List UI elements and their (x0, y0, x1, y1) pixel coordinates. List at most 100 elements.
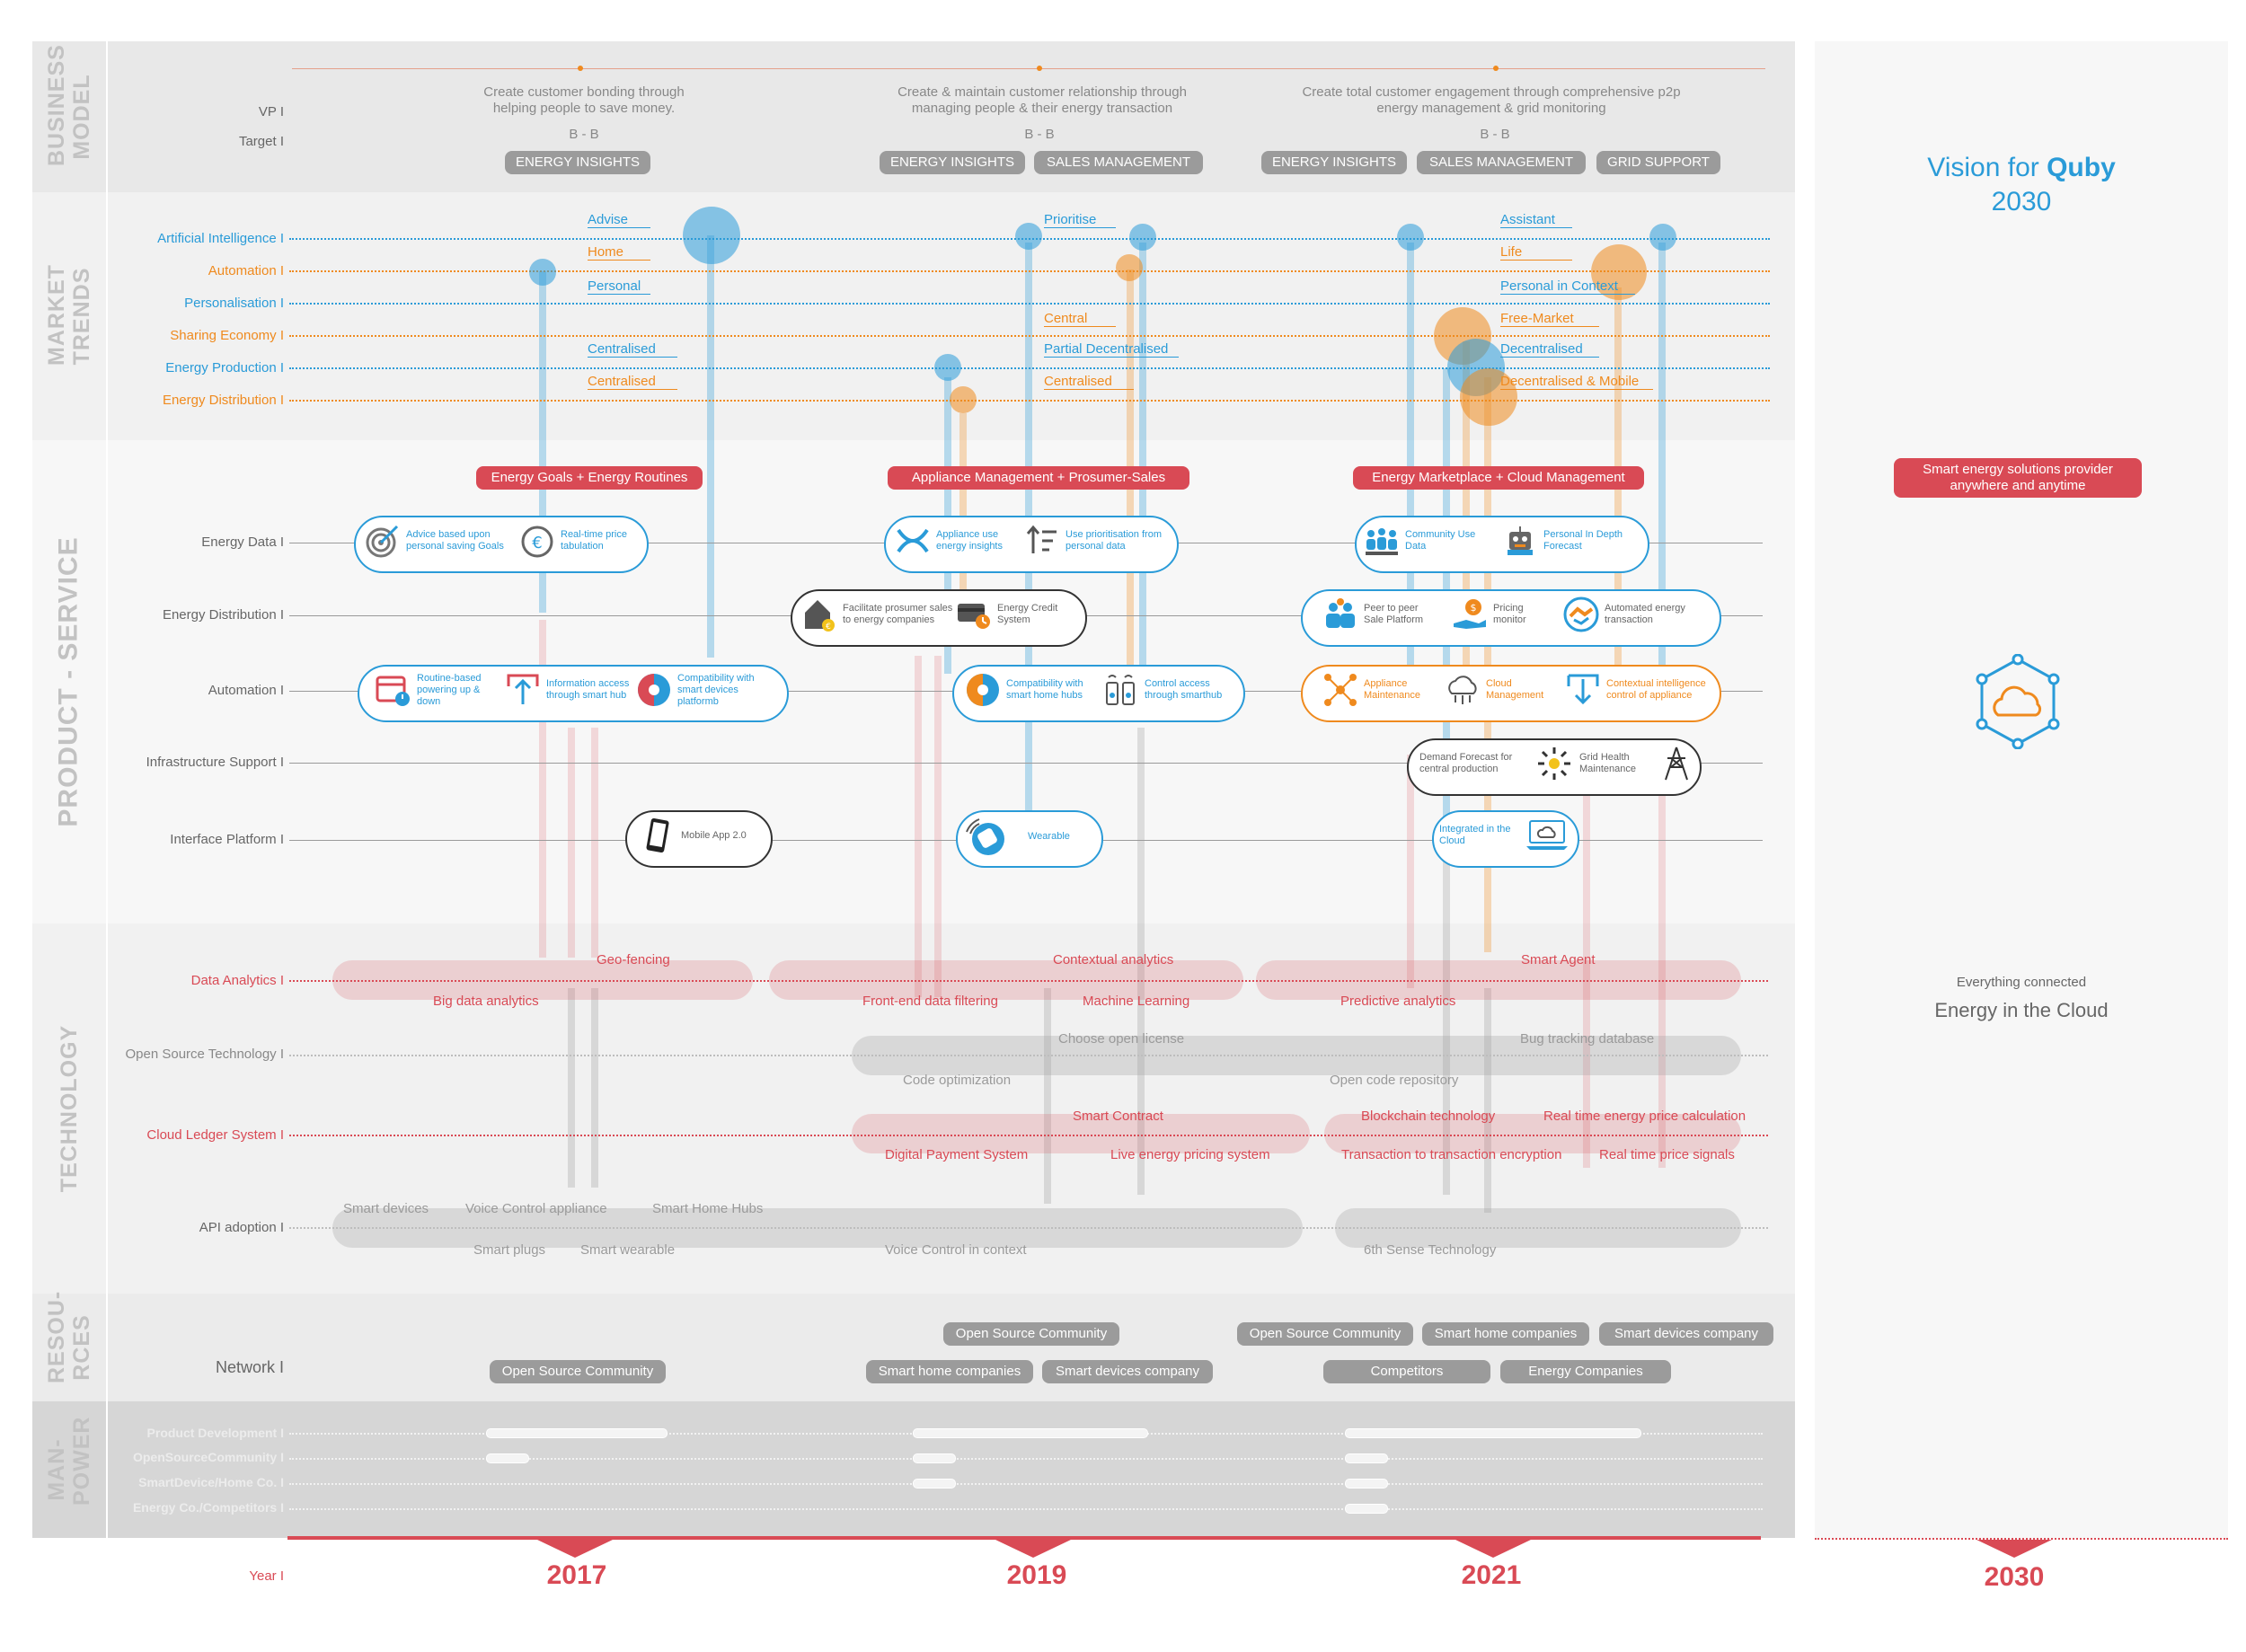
network-tag: Open Source Community (490, 1360, 666, 1383)
tag-energy-insights-2017: ENERGY INSIGHTS (505, 151, 650, 174)
tech-label: Smart Home Hubs (652, 1201, 764, 1216)
tech-label: Digital Payment System (885, 1147, 1029, 1162)
tech-label: Real time price signals (1599, 1147, 1735, 1162)
vision-provider-badge: Smart energy solutions provider anywhere… (1894, 458, 2142, 498)
target-2019: B - B (1024, 127, 1055, 142)
connector-bar (591, 728, 598, 958)
download-tray-icon (1567, 674, 1599, 705)
trend-label: Centralised (1044, 374, 1134, 390)
trend-label: Decentralised (1500, 341, 1599, 358)
vp-dot-2021 (1493, 66, 1499, 71)
mp-row-energy-co: Energy Co./Competitors I (132, 1500, 284, 1515)
mt-line-personalisation (289, 303, 1770, 305)
connector-bar (1139, 243, 1146, 665)
trend-bubble (529, 259, 556, 286)
trend-bubble (1460, 368, 1517, 426)
trend-label: Home (588, 244, 650, 261)
year-2030: 2030 (1984, 1562, 2045, 1592)
mt-row-ai: Artificial Intelligence I (157, 231, 284, 246)
mt-row-distribution: Energy Distribution I (162, 393, 284, 408)
year-marker-2021 (1455, 1540, 1531, 1558)
manpower-bar (1345, 1479, 1388, 1489)
people-exchange-icon (1326, 598, 1355, 628)
mt-row-production: Energy Production I (165, 360, 284, 375)
vision-cloud: Energy in the Cloud (1934, 999, 2109, 1021)
tech-label: Live energy pricing system (1110, 1147, 1270, 1162)
connector-bar (1407, 755, 1414, 988)
year-marker-2030 (1976, 1540, 2052, 1558)
manpower-bar (1345, 1428, 1641, 1438)
connector-bar (568, 988, 575, 1188)
service-cloud-mgmt: Cloud Management (1445, 672, 1554, 708)
business-label: BUSINESS MODEL (44, 44, 94, 166)
laptop-cloud-icon (1526, 820, 1568, 850)
connector-bar (1658, 243, 1666, 719)
technology-band (32, 923, 1795, 1294)
service-maintenance: Appliance Maintenance (1322, 672, 1439, 708)
tech-label: Big data analytics (433, 994, 539, 1009)
vp-2017: Create customer bonding through helping … (483, 84, 685, 116)
theme-2017: Energy Goals + Energy Routines (476, 466, 703, 490)
trend-bubble (1015, 223, 1042, 250)
tech-row-cloud-ledger: Cloud Ledger System I (146, 1127, 284, 1143)
tech-line-open-source (289, 1055, 1768, 1056)
tech-label: Voice Control appliance (465, 1201, 607, 1216)
connector-bar (539, 271, 546, 613)
target-icon (366, 525, 399, 558)
service-pricing: $ Pricing monitor (1452, 596, 1551, 632)
tech-label: Smart Contract (1073, 1109, 1163, 1124)
resources-label: RESOU- RCES (44, 1290, 94, 1383)
handshake-icon (1563, 596, 1599, 632)
trend-label: Life (1500, 244, 1572, 261)
trend-bubble (1116, 254, 1143, 281)
vision-panel (1815, 41, 2228, 1538)
target-2021: B - B (1480, 127, 1510, 142)
network-tag: Smart devices company (1599, 1322, 1773, 1346)
vision-title: Vision for Quby 2030 (1927, 153, 2116, 216)
network-nodes-icon (1324, 674, 1357, 706)
theme-2021: Energy Marketplace + Cloud Management (1353, 466, 1644, 490)
tech-label: Geo-fencing (597, 952, 670, 967)
trend-bubble (950, 386, 977, 413)
product-label: PRODUCT - SERVICE (54, 536, 84, 827)
ps-row-energy-distribution: Energy Distribution I (162, 607, 284, 623)
band-divider (106, 41, 108, 1538)
service-demand: Demand Forecast for central production (1419, 746, 1572, 782)
manpower-bar (913, 1428, 1148, 1438)
svg-text:€: € (532, 534, 542, 552)
manpower-bar (913, 1479, 956, 1489)
tech-label: Voice Control in context (885, 1242, 1027, 1258)
tech-label: Blockchain technology (1361, 1109, 1496, 1124)
connector-bar (568, 728, 575, 958)
tech-label: Contextual analytics (1053, 952, 1174, 967)
service-community: Community Use Data (1364, 523, 1499, 559)
tech-row-data-analytics: Data Analytics I (190, 973, 284, 988)
trend-bubble (1129, 224, 1156, 251)
mp-line (289, 1508, 1763, 1510)
mp-row-smartdevice: SmartDevice/Home Co. I (138, 1475, 284, 1489)
tech-blob (852, 1114, 1310, 1153)
mt-row-personalisation: Personalisation I (184, 296, 284, 311)
connector-bar (1658, 755, 1666, 1168)
mp-row-product-dev: Product Development I (146, 1426, 284, 1440)
tech-label: Smart Agent (1521, 952, 1596, 967)
tag-energy-insights-2019: ENERGY INSIGHTS (880, 151, 1025, 174)
mp-line (289, 1458, 1763, 1460)
tag-energy-insights-2021: ENERGY INSIGHTS (1261, 151, 1407, 174)
capsule-automation-2021 (1301, 665, 1721, 722)
tag-sales-mgmt-2019: SALES MANAGEMENT (1034, 151, 1203, 174)
smartphone-icon (646, 818, 669, 853)
ps-row-interface: Interface Platform I (170, 832, 284, 847)
svg-text:€: € (826, 623, 831, 632)
manpower-bar (1345, 1453, 1388, 1463)
service-compat-hubs: Compatibility with smart home hubs (965, 672, 1101, 708)
service-credit: Energy Credit System (956, 596, 1080, 632)
smartwatch-icon (966, 818, 1004, 855)
ps-line-infrastructure (289, 763, 1763, 764)
mp-row-opensource: OpenSourceCommunity I (132, 1450, 284, 1464)
network-tag: Open Source Community (943, 1322, 1119, 1346)
tech-line-api (289, 1227, 1768, 1229)
connector-bar (1443, 835, 1450, 1195)
manpower-bar (1345, 1504, 1388, 1514)
cloud-network-icon (1976, 654, 2060, 749)
